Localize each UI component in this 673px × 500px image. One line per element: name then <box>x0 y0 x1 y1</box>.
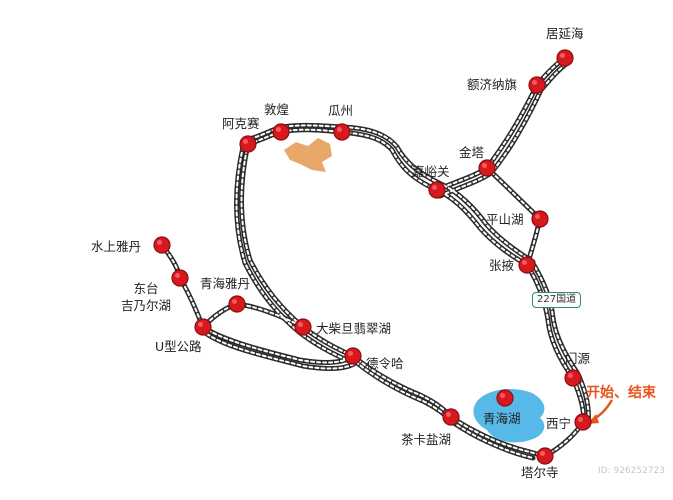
stop-marker-shine <box>157 240 162 245</box>
stop-marker-juyanhai <box>556 49 574 67</box>
stop-marker-pingshanhu <box>531 210 549 228</box>
label-ejinaqi: 额济纳旗 <box>467 77 518 92</box>
stop-marker-delingha <box>344 347 362 365</box>
route-segment-dash <box>206 333 358 370</box>
label-chaka: 茶卡盐湖 <box>401 432 452 447</box>
stop-marker-qinghaihu <box>496 389 514 407</box>
stop-marker-shine <box>243 139 248 144</box>
label-zhangye: 张掖 <box>489 258 515 273</box>
label-akesai: 阿克赛 <box>222 116 260 131</box>
stop-marker-shine <box>568 373 573 378</box>
stop-marker-shine <box>535 214 540 219</box>
stop-marker-menyuan <box>564 369 582 387</box>
stop-marker-shine <box>500 393 505 398</box>
stop-marker-shine <box>348 351 353 356</box>
label-delingha: 德令哈 <box>366 356 404 371</box>
stop-marker-shine <box>298 322 303 327</box>
stop-marker-chaka <box>442 408 460 426</box>
dunhuang-region <box>284 138 332 172</box>
stop-marker-shine <box>482 163 487 168</box>
stop-marker-taersi <box>536 447 554 465</box>
label-pingshanhu: 平山湖 <box>486 212 524 227</box>
qinghai-lake <box>473 388 545 443</box>
label-xining: 西宁 <box>546 416 572 431</box>
label-qinghaiyadan: 青海雅丹 <box>200 276 251 291</box>
label-dachaidan: 大柴旦翡翠湖 <box>316 321 392 336</box>
label-jinta: 金塔 <box>459 145 485 160</box>
label-guazhou: 瓜州 <box>328 103 354 118</box>
route-segment-dash <box>355 361 534 459</box>
label-ugonglu: U型公路 <box>155 339 202 354</box>
route-segment-dash <box>526 264 585 423</box>
stop-marker-shine <box>532 80 537 85</box>
label-dunhuang: 敦煌 <box>264 102 290 117</box>
stop-marker-shine <box>175 273 180 278</box>
route-segment-dash <box>531 261 590 425</box>
stop-marker-shine <box>560 53 565 58</box>
stop-marker-shine <box>337 127 342 132</box>
watermark: ID: 926252723 <box>598 466 666 476</box>
label-taersi: 塔尔寺 <box>521 465 559 480</box>
stop-marker-dunhuang <box>272 123 290 141</box>
label-qinghaihu: 青海湖 <box>483 411 521 426</box>
route-segment-dash <box>240 143 354 357</box>
stop-marker-jinta <box>478 159 496 177</box>
stop-marker-zhangye <box>518 256 536 274</box>
route-segment-dash <box>439 61 570 197</box>
stop-marker-shuishang <box>153 236 171 254</box>
stop-marker-qinghaiyadan <box>228 295 246 313</box>
route-segment-dash <box>202 326 354 364</box>
label-juyanhai: 居延海 <box>546 26 584 41</box>
label-menyuan: 门源 <box>565 351 591 366</box>
stop-marker-ejinaqi <box>528 76 546 94</box>
stop-marker-shine <box>446 412 451 417</box>
stop-marker-shine <box>232 299 237 304</box>
route-segment-dash <box>235 146 350 362</box>
label-jiayuguan: 嘉峪关 <box>412 164 450 179</box>
stop-marker-guazhou <box>333 123 351 141</box>
stop-marker-shine <box>522 260 527 265</box>
label-shuishang: 水上雅丹 <box>91 239 142 254</box>
route-segment-dash <box>436 57 566 191</box>
stop-marker-akesai <box>239 135 257 153</box>
stop-marker-jiayuguan <box>428 181 446 199</box>
stop-marker-shine <box>198 322 203 327</box>
stop-marker-shine <box>276 127 281 132</box>
label-dongtai: 东台 吉乃尔湖 <box>121 281 172 313</box>
start-end-label: 开始、结束 <box>586 385 656 401</box>
stop-marker-dachaidan <box>294 318 312 336</box>
road-227-badge: 227国道 <box>532 292 582 308</box>
stop-marker-shine <box>540 451 545 456</box>
stop-marker-xining <box>574 413 592 431</box>
stop-marker-shine <box>432 185 437 190</box>
stop-marker-dongtai <box>171 269 189 287</box>
stop-marker-ugonglu <box>194 318 212 336</box>
stop-marker-shine <box>578 417 583 422</box>
